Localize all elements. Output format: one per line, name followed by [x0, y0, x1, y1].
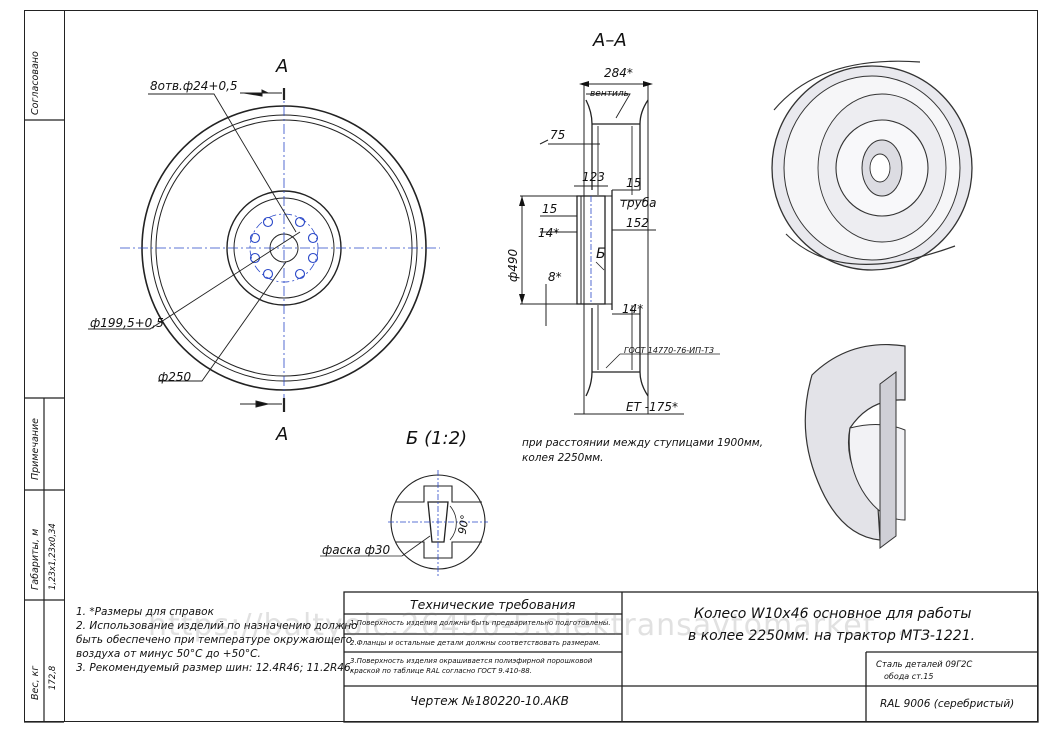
note-3: 3. Рекомендуемый размер шин: 12.4R46; 11…	[76, 662, 354, 674]
title-block	[343, 591, 1039, 723]
wheel-cut-view	[804, 343, 906, 549]
ventil-label: вентиль	[590, 89, 629, 99]
distance-note-1: при расстоянии между ступицами 1900мм,	[522, 437, 764, 449]
drawing-number: Чертеж №180220-10.АКВ	[410, 694, 569, 708]
ral-color: RAL 9006 (серебристый)	[880, 698, 1015, 710]
dim-14-left: 14*	[538, 226, 560, 240]
tech-req-3b: краской по таблице RAL согласно ГОСТ 9.4…	[350, 667, 532, 675]
distance-note-2: колея 2250мм.	[522, 452, 604, 464]
diameter-199-label: ф199,5+0,5	[90, 316, 164, 330]
steel-spec-1: Сталь деталей 09Г2С	[876, 660, 973, 670]
detail-b	[320, 470, 488, 576]
tech-req-2: 2.Фланцы и остальные детали должны соотв…	[350, 639, 601, 647]
detail-b-mark: Б	[596, 246, 606, 262]
dim-284: 284*	[604, 66, 633, 80]
product-name-2: в колее 2250мм. на трактор МТЗ-1221.	[688, 628, 976, 644]
dim-14-right: 14*	[622, 302, 644, 316]
dim-152: 152	[626, 216, 649, 230]
dim-15-left: 15	[542, 202, 558, 216]
section-mark-bottom: A	[276, 424, 289, 445]
gost-label: ГОСТ 14770-76-ИП-Т3	[624, 346, 715, 355]
tech-req-1: 1.Поверхность изделия должны быть предва…	[350, 619, 611, 627]
section-view	[519, 81, 720, 415]
detail-title: Б (1:2)	[406, 428, 468, 449]
truba-label: труба	[620, 196, 657, 210]
dim-123: 123	[582, 170, 605, 184]
tech-req-title: Технические требования	[410, 597, 576, 612]
section-mark-top: A	[276, 56, 289, 77]
note-1: 1. *Размеры для справок	[76, 606, 214, 618]
dim-490: ф490	[506, 248, 520, 282]
note-2b: быть обеспечено при температуре окружающ…	[76, 634, 353, 646]
diameter-250-label: ф250	[158, 370, 192, 384]
steel-spec-2: обода ст.15	[884, 672, 934, 681]
et-dim: ET -175*	[626, 400, 678, 414]
tech-req-3a: 3.Поверхность изделия окрашивается полиэ…	[350, 657, 593, 665]
dim-75: 75	[550, 128, 566, 142]
dim-15-right: 15	[626, 176, 642, 190]
watermark: https://baltyolc.26456-5.diektransavtoma…	[148, 608, 908, 643]
section-title: А–А	[593, 30, 627, 51]
note-2c: воздуха от минус 50°С до +50°С.	[76, 648, 261, 660]
product-name-1: Колесо W10x46 основное для работы	[694, 606, 972, 622]
faska-label: фаска ф30	[322, 543, 391, 557]
note-2: 2. Использование изделий по назначению д…	[76, 620, 358, 632]
front-view	[88, 88, 440, 412]
dim-8: 8*	[548, 270, 562, 284]
wheel-3d-view	[771, 60, 973, 271]
holes-label: 8отв.ф24+0,5	[150, 79, 238, 93]
